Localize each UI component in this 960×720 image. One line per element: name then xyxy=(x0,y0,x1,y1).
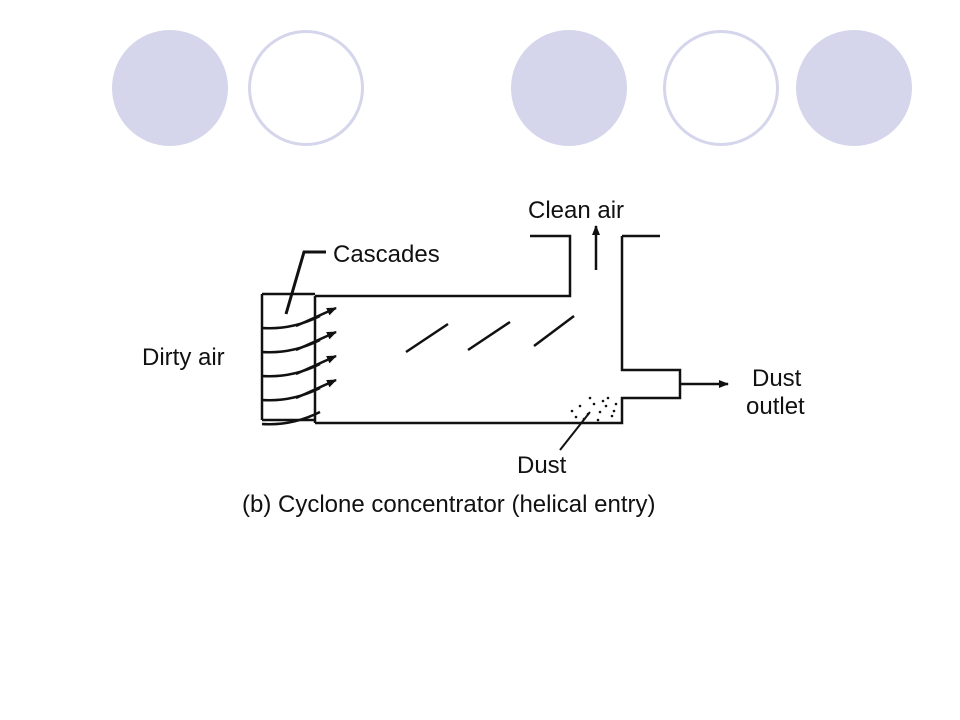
dust-leader xyxy=(559,411,591,451)
dust-particles xyxy=(570,396,618,422)
decor-circle-2 xyxy=(248,30,364,146)
flow-lines xyxy=(405,315,575,354)
label-dust-outlet-line2: outlet xyxy=(746,393,805,420)
cascade-vanes xyxy=(261,314,321,426)
decor-circle-1 xyxy=(112,30,228,146)
label-dirty-air: Dirty air xyxy=(142,344,225,371)
decor-circle-3 xyxy=(511,30,627,146)
decor-circle-5 xyxy=(796,30,912,146)
decor-circle-4 xyxy=(663,30,779,146)
label-dust: Dust xyxy=(517,452,567,479)
label-clean-air: Clean air xyxy=(528,197,624,224)
label-cascades: Cascades xyxy=(333,241,440,268)
cyclone-body xyxy=(260,234,682,425)
diagram-caption: (b) Cyclone concentrator (helical entry) xyxy=(242,491,656,518)
inlet-arrows xyxy=(295,306,337,400)
cascades-leader xyxy=(284,250,326,315)
label-dust-outlet-line1: Dust xyxy=(752,365,802,392)
